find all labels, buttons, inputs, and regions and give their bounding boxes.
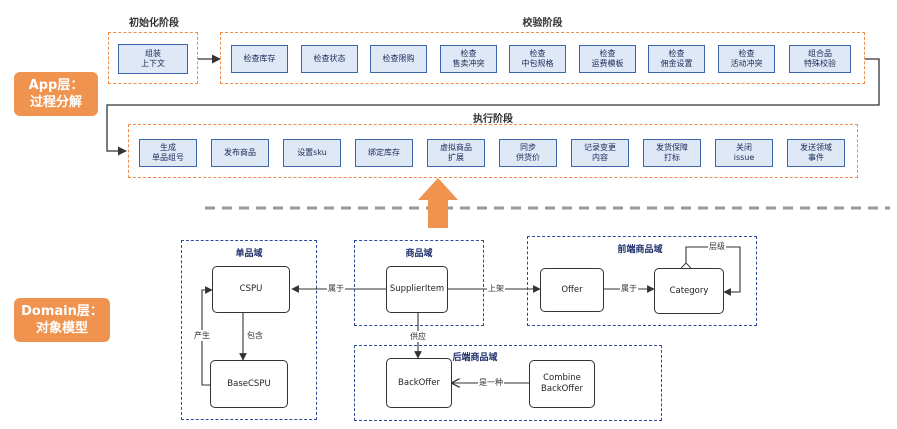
relation-label: 供应 <box>409 331 427 342</box>
goods-domain-frame <box>354 240 484 326</box>
front-domain-frame <box>527 236 757 326</box>
domain-layer-tag: Domain层： 对象模型 <box>14 298 110 342</box>
exec-step[interactable]: 关闭 issue <box>715 139 773 167</box>
init-step[interactable]: 组装 上下文 <box>118 44 188 74</box>
init-phase-title: 初始化阶段 <box>129 18 179 29</box>
relation-label: 层级 <box>708 241 726 252</box>
exec-phase-title: 执行阶段 <box>473 114 513 125</box>
goods-domain-title: 商品域 <box>405 249 433 259</box>
check-step[interactable]: 检查 活动冲突 <box>718 45 775 73</box>
relation-label: 产生 <box>193 330 211 341</box>
offer-node[interactable]: Offer <box>540 268 604 312</box>
combine-backoffer-node[interactable]: Combine BackOffer <box>529 360 595 408</box>
back-domain-title: 后端商品域 <box>452 353 498 363</box>
relation-label: 包含 <box>246 330 264 341</box>
relation-label: 上架 <box>487 283 505 294</box>
supplieritem-node[interactable]: SupplierItem <box>386 266 448 313</box>
check-step[interactable]: 检查 佣金设置 <box>648 45 705 73</box>
single-domain-frame <box>181 240 317 420</box>
check-phase-title: 校验阶段 <box>522 18 563 29</box>
category-node[interactable]: Category <box>654 268 724 314</box>
cspu-node[interactable]: CSPU <box>212 266 290 313</box>
check-phase-frame <box>220 32 865 84</box>
edge-category-hierarchy <box>686 246 741 293</box>
arrow-check-to-exec <box>106 58 880 156</box>
relation-label: 属于 <box>327 283 345 294</box>
check-step[interactable]: 检查库存 <box>231 45 288 73</box>
exec-step[interactable]: 虚拟商品 扩展 <box>427 139 485 167</box>
relation-label: 是一种 <box>478 377 504 388</box>
up-arrow-icon <box>418 178 458 228</box>
check-step[interactable]: 组合品 特殊校验 <box>789 45 851 73</box>
exec-step[interactable]: 同步 供货价 <box>499 139 557 167</box>
basecspu-node[interactable]: BaseCSPU <box>210 360 288 408</box>
exec-step[interactable]: 发货保障 打标 <box>643 139 701 167</box>
check-step[interactable]: 检查 运费模板 <box>579 45 636 73</box>
front-domain-title: 前端商品域 <box>617 245 663 255</box>
exec-step[interactable]: 绑定库存 <box>355 139 413 167</box>
exec-step[interactable]: 发送领域 事件 <box>787 139 845 167</box>
init-phase-frame <box>108 32 198 84</box>
exec-step[interactable]: 生成 单品组号 <box>139 139 197 167</box>
check-step[interactable]: 检查限购 <box>370 45 427 73</box>
exec-step[interactable]: 设置sku <box>283 139 341 167</box>
check-step[interactable]: 检查 中包规格 <box>509 45 566 73</box>
exec-step[interactable]: 记录变更 内容 <box>571 139 629 167</box>
check-step[interactable]: 检查 售卖冲突 <box>440 45 497 73</box>
app-layer-tag: App层： 过程分解 <box>14 72 98 116</box>
check-step[interactable]: 检查状态 <box>301 45 358 73</box>
exec-step[interactable]: 发布商品 <box>211 139 269 167</box>
backoffer-node[interactable]: BackOffer <box>386 358 452 408</box>
relation-label: 属于 <box>620 283 638 294</box>
single-domain-title: 单品域 <box>235 249 263 259</box>
exec-phase-frame <box>128 124 858 178</box>
back-domain-frame <box>354 345 662 421</box>
